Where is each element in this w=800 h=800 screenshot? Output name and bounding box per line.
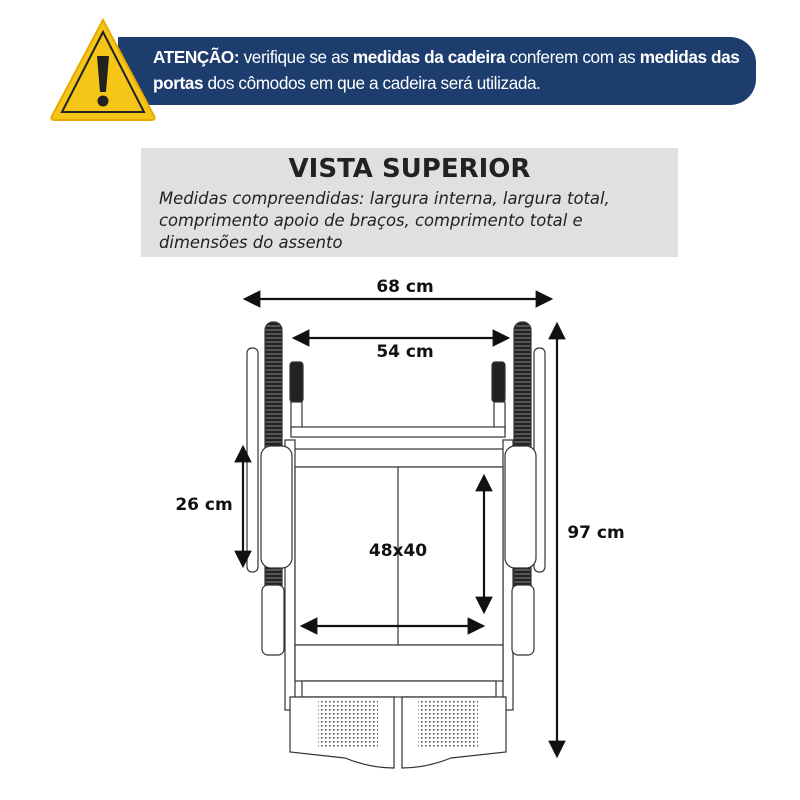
left-caster <box>261 584 285 656</box>
left-handle <box>289 361 304 403</box>
right-caster <box>511 584 535 656</box>
warning-banner <box>118 37 756 105</box>
total-length-label: 97 cm <box>567 523 625 543</box>
alert-label: ATENÇÃO: <box>153 47 240 67</box>
message-text: dos cômodos em que a cadeira será utiliz… <box>203 73 541 93</box>
message-text: verifique se as <box>239 47 353 67</box>
left-armrest <box>260 445 293 569</box>
message-text: conferem com as <box>505 47 640 67</box>
message-bold: medidas da cadeira <box>352 47 506 67</box>
front-frame <box>294 644 504 682</box>
footrest-bar <box>301 680 497 698</box>
warning-icon <box>50 17 156 121</box>
warning-message: ATENÇÃO: verifique se as medidas da cade… <box>153 44 753 96</box>
back-bar <box>290 426 506 438</box>
right-handle <box>491 361 506 403</box>
view-subtitle: Medidas compreendidas: largura interna, … <box>159 189 610 252</box>
right-armrest <box>504 445 537 569</box>
dimension-arrows <box>234 290 566 759</box>
seat <box>294 466 504 646</box>
backrest <box>290 448 506 468</box>
armrest-length-label: 26 cm <box>175 495 233 515</box>
total-width-label: 68 cm <box>376 277 434 297</box>
wheelchair-drawing <box>246 321 546 769</box>
view-header: VISTA SUPERIOR Medidas compreendidas: la… <box>141 148 678 257</box>
view-title: VISTA SUPERIOR <box>288 154 531 184</box>
seat-dimensions-label: 48x40 <box>368 541 428 561</box>
left-handrim <box>246 347 259 573</box>
message-bold: medidas das portas <box>153 47 740 93</box>
internal-width-label: 54 cm <box>376 342 434 362</box>
